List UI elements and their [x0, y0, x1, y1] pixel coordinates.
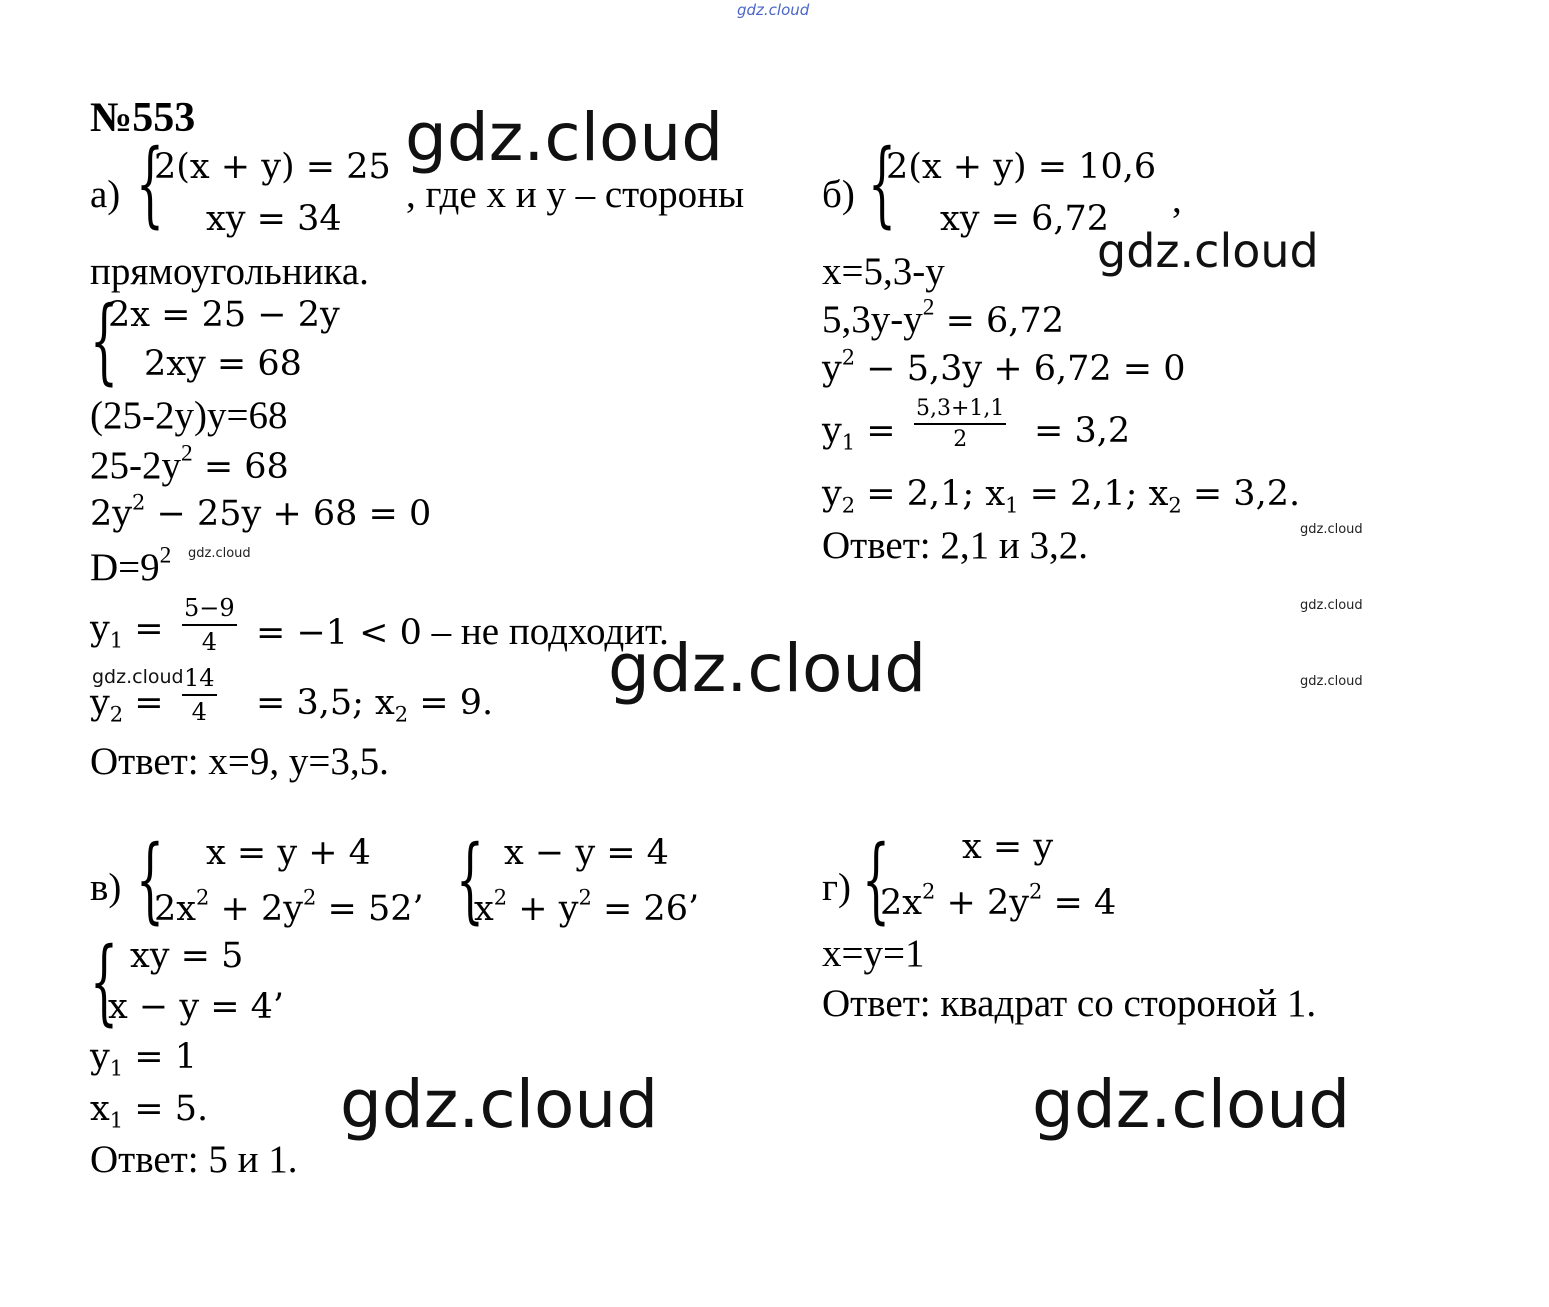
equation: xy = 6,72 — [940, 199, 1110, 239]
root-y1: y1 = 1 — [90, 1037, 198, 1081]
roots-line: y2 = 2,1; x1 = 2,1; x2 = 3,2. — [822, 474, 1301, 518]
note-text: прямоугольника. — [90, 250, 369, 293]
watermark: gdz.cloud — [340, 1066, 659, 1143]
root-y1: y1 = — [90, 609, 164, 653]
equation: 2x2 + 2y2 = 4 — [880, 879, 1117, 923]
part-a-label: а) — [90, 173, 121, 216]
watermark-small: gdz.cloud — [1300, 674, 1363, 689]
watermark: gdz.cloud — [1032, 1066, 1351, 1143]
system-brace: { — [868, 131, 896, 239]
solution-line: 25-2y2 = 68 — [90, 440, 289, 487]
watermark-small: gdz.cloud — [1300, 522, 1363, 537]
equation: 2x2 + 2y2 = 52’ — [154, 885, 424, 929]
equation: 2(x + y) = 10,6 — [886, 147, 1157, 187]
watermark-small: gdz.cloud — [1300, 598, 1363, 613]
discriminant: D=92 — [90, 542, 172, 589]
equation: x − y = 4’ — [108, 987, 285, 1027]
root-y1-result: = 3,2 — [1034, 411, 1131, 451]
solution-line: x=y=1 — [822, 932, 925, 975]
part-v-label: в) — [90, 866, 122, 909]
solution-line: 2y2 − 25y + 68 = 0 — [90, 490, 432, 534]
equation: 2(x + y) = 25 — [154, 147, 391, 187]
equation: x = y + 4 — [206, 833, 371, 873]
watermark: gdz.cloud — [405, 99, 724, 176]
root-x1: x1 = 5. — [90, 1089, 209, 1133]
part-g-label: г) — [822, 866, 851, 909]
equation: x = y — [962, 827, 1054, 867]
answer: Ответ: 5 и 1. — [90, 1138, 298, 1181]
watermark-small: gdz.cloud — [92, 666, 184, 688]
root-y2-result: = 3,5; x2 = 9. — [256, 683, 494, 727]
solution-line: x=5,3-y — [822, 250, 945, 293]
solution-line: 5,3y-y2 = 6,72 — [822, 294, 1064, 341]
solution-line: y2 − 5,3y + 6,72 = 0 — [822, 345, 1186, 389]
system-brace: { — [862, 827, 890, 935]
comma: , — [1172, 178, 1182, 221]
system-brace: { — [456, 827, 484, 935]
watermark-small: gdz.cloud — [188, 546, 251, 561]
equation: x − y = 4 — [504, 833, 669, 873]
system-brace: { — [136, 131, 164, 239]
root-y1-result: = −1 < 0 – не подходит. — [256, 610, 669, 653]
answer: Ответ: квадрат со стороной 1. — [822, 982, 1317, 1025]
part-b-label: б) — [822, 173, 855, 216]
system-brace: { — [90, 929, 118, 1037]
note-text: , где x и y – стороны — [406, 173, 745, 216]
root-y1: y1 = — [822, 411, 896, 455]
watermark-top: gdz.cloud — [737, 1, 810, 19]
solution-line: (25-2y)y=68 — [90, 394, 288, 437]
watermark: gdz.cloud — [1097, 224, 1319, 278]
system-brace: { — [90, 288, 118, 396]
problem-number: №553 — [90, 95, 196, 141]
watermark: gdz.cloud — [608, 630, 927, 707]
equation: xy = 34 — [206, 199, 342, 239]
answer: Ответ: 2,1 и 3,2. — [822, 524, 1088, 567]
system-brace: { — [136, 827, 164, 935]
equation: x2 + y2 = 26’ — [474, 885, 700, 929]
equation: 2x = 25 − 2y — [108, 295, 340, 335]
root-y2: y2 = — [90, 683, 164, 727]
equation: 2xy = 68 — [144, 344, 302, 384]
equation: xy = 5 — [130, 936, 244, 976]
answer: Ответ: x=9, y=3,5. — [90, 740, 389, 783]
